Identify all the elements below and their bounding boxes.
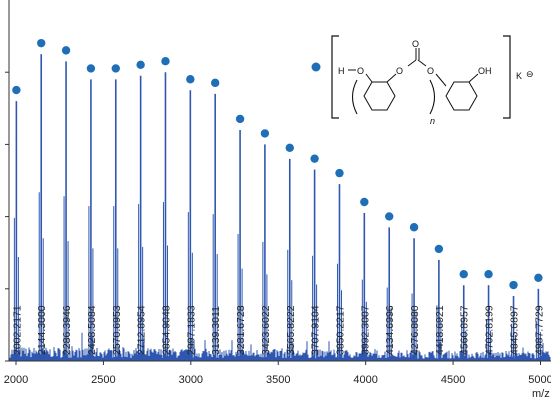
- peak-marker: [310, 154, 319, 163]
- peak-label: 4845.6897: [509, 305, 521, 355]
- x-tick-label: 2500: [91, 374, 115, 386]
- atom-oh: OH: [478, 66, 492, 76]
- bond-o-ring1: [365, 73, 373, 83]
- peak-label: 3281.6728: [235, 305, 247, 355]
- peak-marker: [186, 75, 195, 84]
- peak-marker: [136, 60, 145, 70]
- repeat-unit-n: n: [430, 116, 435, 126]
- peak-label: 4560.8957: [459, 305, 471, 355]
- right-bracket: [503, 35, 511, 119]
- peak-label: 3565.8222: [285, 305, 297, 355]
- y-axis-ticks: [5, 71, 9, 362]
- peak-marker: [161, 57, 170, 66]
- peak-label: 2570.6953: [111, 305, 123, 355]
- bond-ring1-o: [386, 73, 397, 83]
- peak-marker: [210, 78, 220, 88]
- peak-label: 4418.6921: [434, 305, 446, 355]
- cyclohexane-ring-2: [445, 81, 478, 111]
- peak-markers: [12, 38, 543, 290]
- peak-marker: [484, 269, 493, 279]
- peak-label: 4276.8080: [409, 305, 421, 355]
- counter-ion-k: K: [516, 71, 522, 81]
- peak-label: 2286.3946: [61, 305, 73, 355]
- x-tick-label: 3500: [266, 374, 290, 386]
- cyclohexane-ring-1: [363, 81, 396, 111]
- peak-label: 4134.6996: [384, 305, 396, 355]
- atom-o-2: O: [396, 66, 403, 76]
- peak-label: 2997.1833: [185, 305, 197, 355]
- atom-h: H: [338, 66, 345, 76]
- spectrum-peaks: [13, 54, 541, 361]
- peak-marker: [86, 64, 96, 73]
- peak-labels: 2002.2171 2144.3000 2286.3946 2428.5084 2570…: [11, 305, 545, 355]
- atom-o-3: O: [412, 39, 419, 49]
- peak-label: 2854.9048: [160, 305, 172, 355]
- peak-label: 3850.2217: [334, 305, 346, 355]
- peak-marker: [509, 280, 518, 290]
- peak-marker: [534, 273, 543, 282]
- x-tick-label: 5000: [528, 374, 551, 386]
- peak-label: 3423.6022: [260, 305, 272, 355]
- peak-marker: [335, 168, 344, 178]
- peak-label: 2428.5084: [86, 305, 98, 355]
- x-axis-label: m/z: [532, 388, 550, 400]
- atom-o-1: O: [357, 66, 364, 76]
- bond-c-o2: [417, 59, 427, 67]
- x-axis-ticks: 2000 2500 3000 3500 4000 4500 5000: [4, 361, 551, 386]
- left-bracket: [331, 35, 339, 119]
- left-parenthesis: [351, 79, 358, 115]
- peak-label: 3992.3007: [359, 305, 371, 355]
- peak-marker: [235, 114, 245, 124]
- peak-label: 4702.8199: [484, 305, 496, 355]
- peak-marker: [409, 223, 419, 232]
- x-tick-label: 4500: [441, 374, 465, 386]
- peak-marker: [37, 38, 46, 48]
- x-tick-label: 4000: [353, 374, 377, 386]
- peak-label: 4987.7729: [533, 305, 545, 355]
- peak-marker: [12, 85, 21, 95]
- peak-marker: [111, 64, 120, 73]
- peak-label: 3139.3011: [210, 306, 222, 355]
- peak-marker: [260, 129, 270, 138]
- peak-label: 3707.9104: [310, 305, 322, 355]
- peak-marker: [61, 46, 71, 55]
- bond-ring2-oh: [468, 73, 479, 83]
- negative-charge-symbol: ⊖: [526, 69, 534, 79]
- peak-marker: [385, 212, 394, 221]
- legend-marker-icon: [311, 62, 321, 72]
- x-tick-label: 2000: [4, 374, 28, 386]
- right-parenthesis: [429, 79, 436, 115]
- peak-marker: [459, 269, 468, 279]
- peak-label: 2002.2171: [11, 305, 23, 355]
- peak-label: 2144.3000: [36, 305, 48, 355]
- peak-marker: [285, 143, 294, 153]
- atom-o-4: O: [427, 66, 434, 76]
- peak-marker: [360, 197, 369, 207]
- peak-marker: [434, 244, 444, 254]
- chemical-structure-inset: H O O O O OH n K ⊖: [311, 35, 534, 126]
- peak-label: 2712.8954: [136, 305, 148, 355]
- bond-o2-ring2: [435, 73, 447, 87]
- bond-o-c: [407, 59, 417, 67]
- x-tick-label: 3000: [179, 374, 203, 386]
